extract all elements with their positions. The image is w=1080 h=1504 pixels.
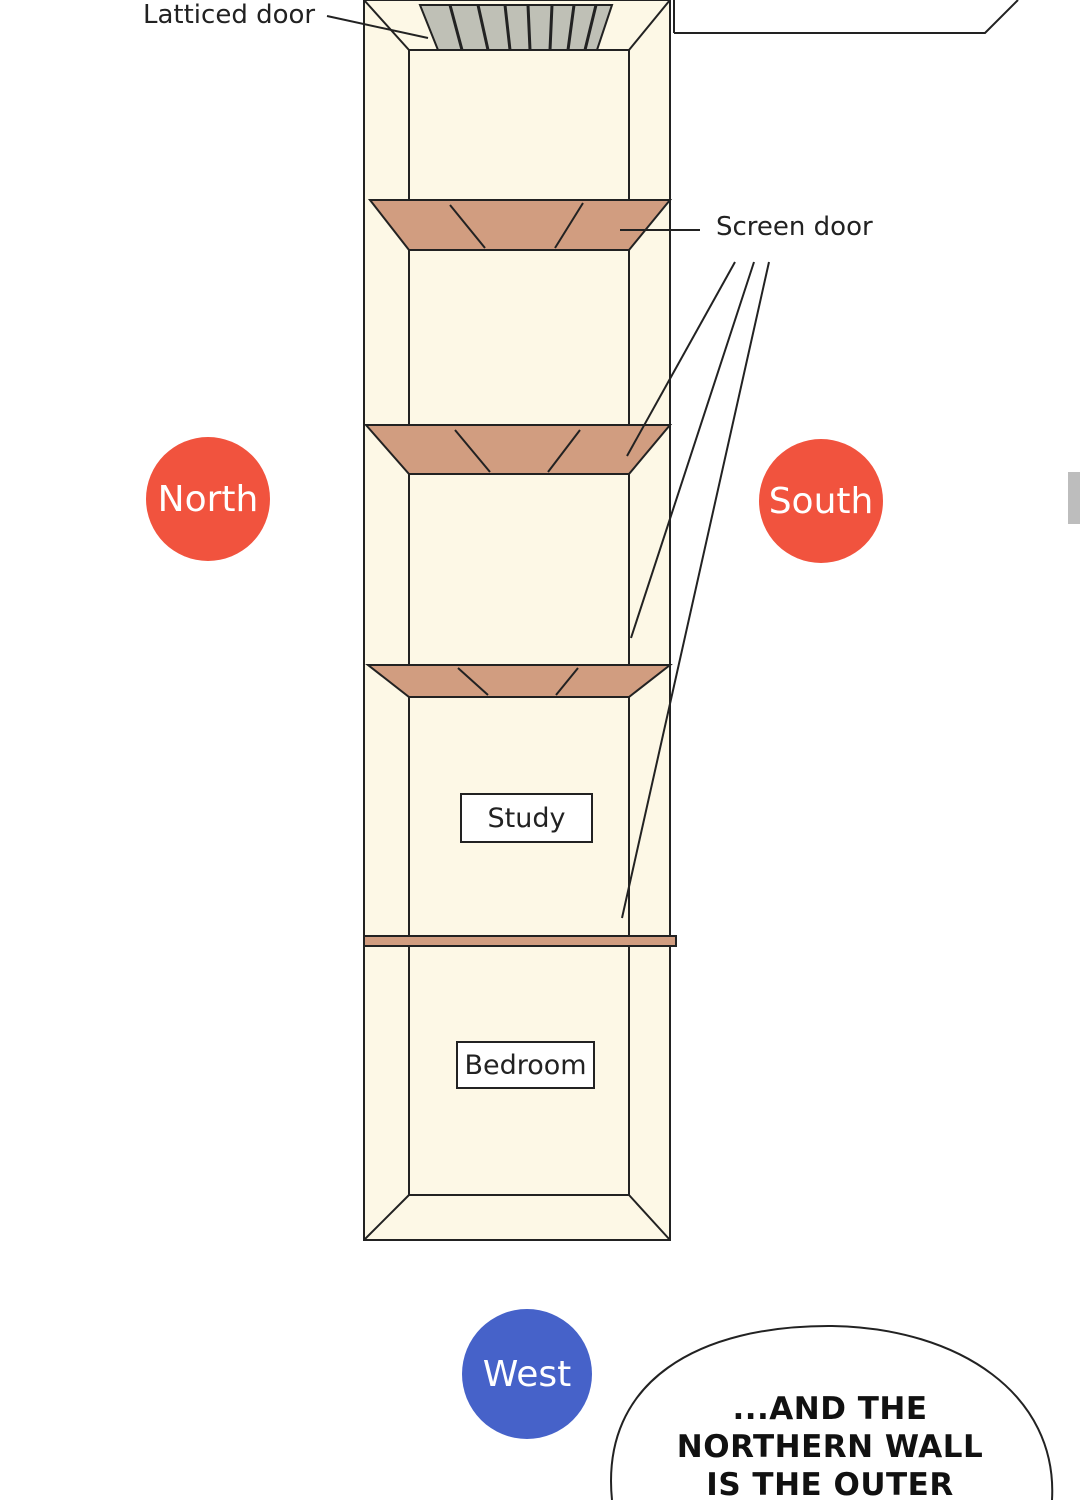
screen-door-1 xyxy=(367,199,673,251)
speech-bubble-text: ...AND THE NORTHERN WALL IS THE OUTER xyxy=(650,1390,1010,1504)
bubble-line-3: IS THE OUTER xyxy=(706,1467,954,1503)
screen-door-4 xyxy=(363,935,677,947)
bubble-line-1: ...AND THE xyxy=(732,1391,928,1427)
scrollbar-thumb[interactable] xyxy=(1068,472,1080,524)
north-badge: North xyxy=(146,437,270,561)
west-badge: West xyxy=(462,1309,592,1439)
speech-bubble xyxy=(610,1324,1054,1500)
screen-door-3 xyxy=(365,664,673,698)
south-badge: South xyxy=(759,439,883,563)
screen-door-leaders xyxy=(620,229,770,919)
bubble-line-2: NORTHERN WALL xyxy=(676,1429,984,1465)
adjacent-building-edge xyxy=(673,0,1019,34)
study-label: Study xyxy=(460,793,593,843)
latticed-door-leader xyxy=(326,15,429,39)
corridor-bottom-bevel xyxy=(363,1194,671,1241)
screen-door-2 xyxy=(363,424,673,475)
screen-door-label: Screen door xyxy=(716,212,873,242)
bedroom-label: Bedroom xyxy=(456,1041,595,1089)
latticed-door xyxy=(418,4,614,51)
latticed-door-label: Latticed door xyxy=(143,0,316,30)
